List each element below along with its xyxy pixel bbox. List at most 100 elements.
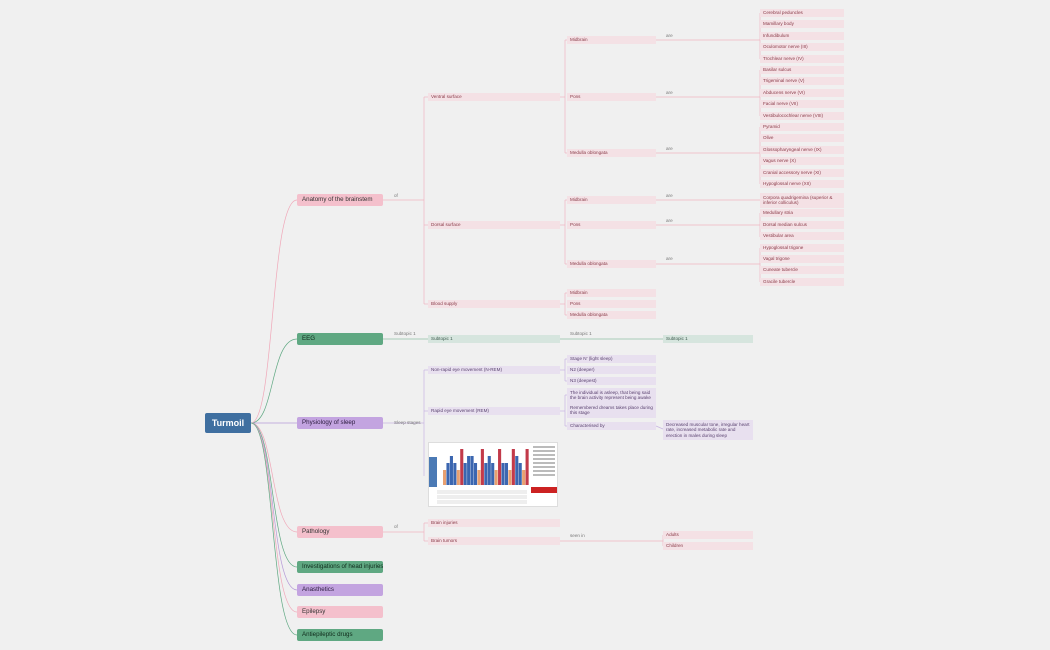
leaf-node[interactable]: Vagus nerve (X) (760, 157, 844, 165)
hypnogram-bar (487, 456, 491, 485)
leaf-node[interactable]: Cerebral peduncles (760, 9, 844, 17)
hypnogram-bar (453, 463, 457, 485)
node-dorsal-pons[interactable]: Pons (567, 221, 656, 229)
leaf-node[interactable]: Pyramid (760, 123, 844, 131)
hypnogram-bar (456, 470, 460, 485)
relation-label: are (666, 193, 673, 198)
leaf-node[interactable]: Dorsal median sulcus (760, 221, 844, 229)
relation-label: of (394, 524, 398, 529)
node-dorsal-medulla[interactable]: Medulla oblongata (567, 260, 656, 268)
sleep-hypnogram-image[interactable] (428, 442, 558, 507)
hypnogram-bar (480, 449, 484, 485)
main-node-antiepileptic[interactable]: Antiepileptic drugs (297, 629, 383, 641)
hypnogram-bar (494, 470, 498, 485)
leaf-node[interactable]: N3 (deepest) (567, 377, 656, 385)
node-rem[interactable]: Rapid eye movement (REM) (428, 407, 560, 415)
hypnogram-bar (491, 463, 495, 485)
leaf-node[interactable]: Basilar sulcus (760, 66, 844, 74)
leaf-node[interactable]: Cuneate tubercle (760, 266, 844, 274)
hypnogram-bar (484, 463, 488, 485)
hypnogram-bar (460, 449, 464, 485)
hypnogram-bar (470, 456, 474, 485)
main-node-anatomy[interactable]: Anatomy of the brainstem (297, 194, 383, 206)
hypnogram-bar (522, 470, 526, 485)
leaf-node[interactable]: Facial nerve (VII) (760, 100, 844, 108)
image-badge (531, 487, 557, 493)
node-eeg-subtopic[interactable]: Subtopic 1 (428, 335, 560, 343)
main-node-epilepsy[interactable]: Epilepsy (297, 606, 383, 618)
leaf-node[interactable]: The individual is asleep, that being sai… (567, 388, 656, 403)
node-ventral-midbrain[interactable]: Midbrain (567, 36, 656, 44)
image-sidebar (429, 457, 437, 487)
main-node-eeg[interactable]: EEG (297, 333, 383, 345)
leaf-node[interactable]: Trigeminal nerve (V) (760, 77, 844, 85)
leaf-node[interactable]: Decreased muscular tone, irregular heart… (663, 420, 753, 441)
hypnogram-bar (518, 463, 522, 485)
leaf-node[interactable]: Mamillary body (760, 20, 844, 28)
leaf-node[interactable]: Cranial accessory nerve (XI) (760, 169, 844, 177)
hypnogram-chart (443, 449, 529, 485)
main-node-pathology[interactable]: Pathology (297, 526, 383, 538)
hypnogram-bar (504, 463, 509, 485)
leaf-node[interactable]: N2 (deeper) (567, 366, 656, 374)
main-node-anaesthetics[interactable]: Anasthetics (297, 584, 383, 596)
node-eeg-subtopic-2[interactable]: Subtopic 1 (663, 335, 753, 343)
node-adults[interactable]: Adults (663, 531, 753, 539)
leaf-node[interactable]: Glossopharyngeal nerve (IX) (760, 146, 844, 154)
node-children[interactable]: Children (663, 542, 753, 550)
leaf-node[interactable]: Olive (760, 134, 844, 142)
leaf-node[interactable]: Gracile tubercle (760, 278, 844, 286)
relation-label: are (666, 218, 673, 223)
node-blood-pons[interactable]: Pons (567, 300, 656, 308)
hypnogram-bar (515, 456, 519, 485)
node-blood-supply[interactable]: Blood supply (428, 300, 560, 308)
hypnogram-bar (443, 470, 447, 485)
leaf-node[interactable]: Vagal trigone (760, 255, 844, 263)
node-ventral-pons[interactable]: Pons (567, 93, 656, 101)
leaf-node[interactable]: Characterised by (567, 422, 656, 430)
root-node[interactable]: Turmoil (205, 413, 251, 433)
relation-label: Sleep stages (394, 420, 421, 425)
node-ventral-medulla[interactable]: Medulla oblongata (567, 149, 656, 157)
leaf-node[interactable]: Hypoglossal nerve (XII) (760, 180, 844, 188)
leaf-node[interactable]: Vestibular area (760, 232, 844, 240)
main-node-investigations[interactable]: Investigations of head injuries (297, 561, 383, 573)
node-nrem[interactable]: Non-rapid eye movement (N-REM) (428, 366, 560, 374)
hypnogram-bar (467, 456, 471, 485)
node-brain-injuries[interactable]: Brain injuries (428, 519, 560, 527)
hypnogram-bar (477, 470, 481, 485)
node-dorsal-surface[interactable]: Dorsal surface (428, 221, 560, 229)
leaf-node[interactable]: Vestibulocochlear nerve (VIII) (760, 112, 844, 120)
node-ventral-surface[interactable]: Ventral surface (428, 93, 560, 101)
image-legend (437, 490, 527, 506)
hypnogram-bar (446, 463, 450, 485)
leaf-node[interactable]: Stage N' (light sleep) (567, 355, 656, 363)
hypnogram-bar (525, 449, 529, 485)
node-blood-midbrain[interactable]: Midbrain (567, 289, 656, 297)
hypnogram-bar (508, 470, 512, 485)
node-blood-medulla[interactable]: Medulla oblongata (567, 311, 656, 319)
leaf-node[interactable]: Remembered dreams takes place during thi… (567, 403, 656, 418)
relation-label: Subtopic 1 (394, 331, 416, 336)
node-brain-tumors[interactable]: Brain tumors (428, 537, 560, 545)
relation-label: seen in (570, 533, 585, 538)
main-node-sleep[interactable]: Physiology of sleep (297, 417, 383, 429)
relation-label: are (666, 256, 673, 261)
node-dorsal-midbrain[interactable]: Midbrain (567, 196, 656, 204)
leaf-node[interactable]: Hypoglossal trigone (760, 244, 844, 252)
hypnogram-bar (498, 449, 502, 485)
leaf-node[interactable]: Oculomotor nerve (III) (760, 43, 844, 51)
relation-label: are (666, 33, 673, 38)
leaf-node[interactable]: Trochlear nerve (IV) (760, 55, 844, 63)
hypnogram-bar (449, 456, 453, 485)
hypnogram-bar (473, 463, 478, 485)
relation-label: Subtopic 1 (570, 331, 592, 336)
relation-label: are (666, 90, 673, 95)
leaf-node[interactable]: Medullary stria (760, 209, 844, 217)
leaf-node[interactable]: Infundibulum (760, 32, 844, 40)
leaf-node[interactable]: Abducens nerve (VI) (760, 89, 844, 97)
hypnogram-bar (511, 449, 515, 485)
image-side-notes (533, 446, 555, 486)
leaf-node[interactable]: Corpora quadrigemina (superior & inferio… (760, 193, 844, 208)
relation-label: are (666, 146, 673, 151)
